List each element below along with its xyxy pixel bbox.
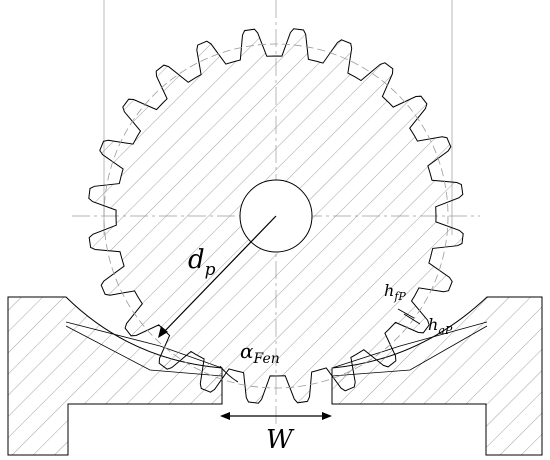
pressure-angle-label: αFen: [240, 339, 280, 367]
pitch-circle: [103, 43, 449, 389]
pitch-diameter-label: dp: [188, 245, 216, 280]
rack-left: [7, 296, 223, 456]
root-addendum-dimension: [397, 308, 421, 325]
span-width-arrow: [220, 412, 332, 420]
pressure-angle-arc: [219, 365, 239, 383]
rack-right: [331, 296, 543, 456]
span-width-label: W: [266, 425, 295, 455]
pitch-diameter-arrow: [158, 215, 277, 338]
flank-traces: [65, 321, 488, 377]
root-height-label: hfP: [384, 281, 406, 303]
addendum-height-label: haP: [428, 315, 453, 337]
